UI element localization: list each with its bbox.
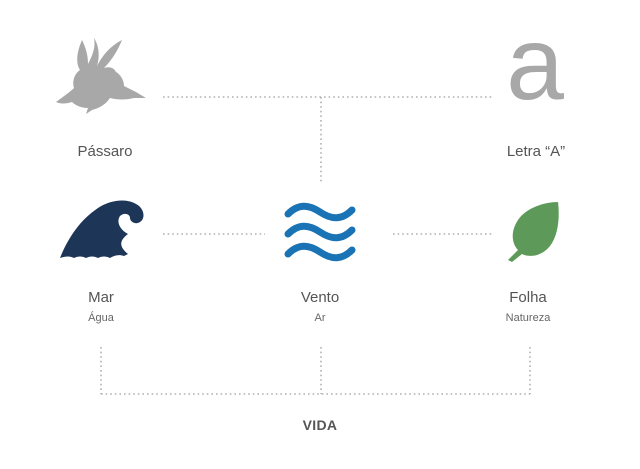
- node-subtitle: Ar: [314, 312, 326, 324]
- node-folha: Folha Natureza: [438, 289, 618, 324]
- node-name: Folha: [509, 289, 547, 306]
- wave-icon: [60, 200, 144, 258]
- node-letra-a: Letra “A”: [446, 143, 626, 160]
- leaf-icon: [508, 202, 559, 262]
- dove-icon: [56, 38, 146, 114]
- node-name: Pássaro: [77, 143, 133, 160]
- root-label-vida: VIDA: [302, 417, 338, 433]
- node-subtitle: Água: [88, 312, 114, 324]
- node-passaro: Pássaro: [15, 143, 195, 160]
- letter-a-icon: a: [506, 6, 564, 122]
- wind-icon: [284, 202, 356, 262]
- node-name: Vento: [300, 289, 340, 306]
- node-subtitle: Natureza: [505, 312, 551, 324]
- node-mar: Mar Água: [11, 289, 191, 324]
- node-name: Mar: [88, 289, 114, 306]
- node-vento: Vento Ar: [230, 289, 410, 324]
- node-name: Letra “A”: [506, 143, 566, 160]
